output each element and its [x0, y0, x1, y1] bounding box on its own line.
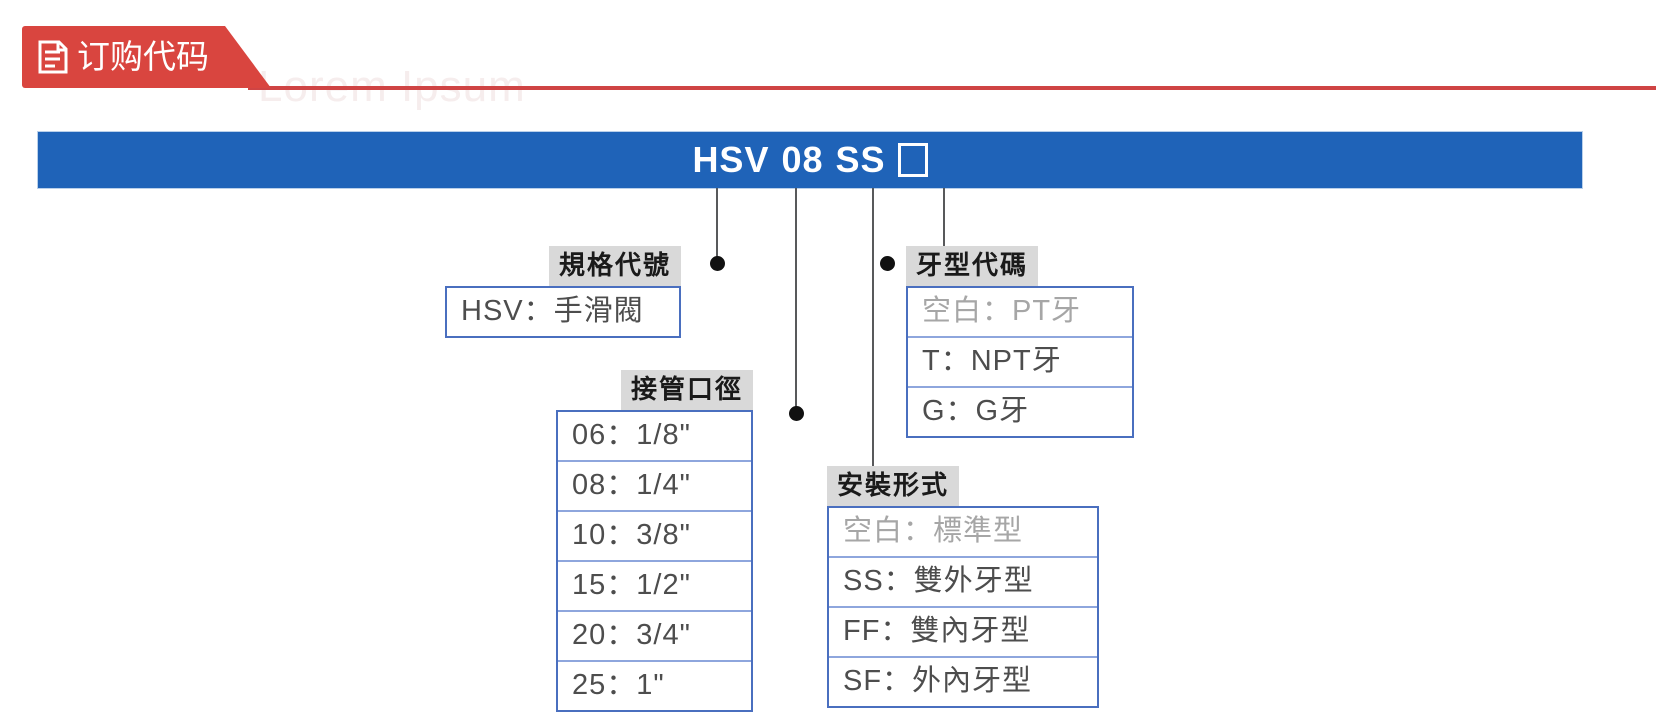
callout-row: 06：1/8" — [558, 412, 751, 462]
leader-dot-port-size — [789, 406, 804, 421]
callout-title-thread-code: 牙型代碼 — [906, 246, 1039, 286]
page-title: 订购代码 — [77, 38, 209, 75]
callout-title-model-code: 規格代號 — [548, 246, 681, 286]
callout-model-code: 規格代號 HSV：手滑閥 — [445, 246, 681, 338]
callout-row: FF：雙內牙型 — [829, 608, 1097, 658]
callout-row: HSV：手滑閥 — [461, 295, 644, 327]
leader-dot-thread-code — [880, 256, 895, 271]
callout-row: G：G牙 — [922, 395, 1030, 427]
callout-row: 空白：PT牙 — [908, 288, 1132, 338]
callout-table-model-code: HSV：手滑閥 — [445, 286, 681, 338]
callout-row: SS：雙外牙型 — [829, 558, 1097, 608]
callout-row: 25：1" — [572, 669, 665, 701]
leader-line-thread-code — [943, 188, 945, 263]
header-tab: 订购代码 — [22, 26, 271, 88]
callout-row: SF：外內牙型 — [843, 665, 1033, 697]
code-banner: HSV 08 SS — [38, 132, 1582, 188]
callout-table-port-size: 06：1/8" 08：1/4" 10：3/8" 15：1/2" 20：3/4" … — [556, 410, 753, 712]
callout-thread-code: 牙型代碼 空白：PT牙 T：NPT牙 G：G牙 — [906, 246, 1134, 438]
leader-line-port-size — [795, 188, 797, 413]
header-divider-rule — [248, 86, 1656, 90]
callout-row: 08：1/4" — [558, 462, 751, 512]
callout-mounting-type: 安裝形式 空白：標準型 SS：雙外牙型 FF：雙內牙型 SF：外內牙型 — [827, 466, 1099, 708]
callout-row: T：NPT牙 — [908, 338, 1132, 388]
leader-line-model-code — [716, 188, 718, 263]
callout-table-mounting-type: 空白：標準型 SS：雙外牙型 FF：雙內牙型 SF：外內牙型 — [827, 506, 1099, 708]
leader-line-mounting-type — [872, 188, 874, 508]
callout-title-mounting-type: 安裝形式 — [827, 466, 960, 506]
page-header: Lorem Ipsum 订购代码 — [0, 0, 1656, 111]
callout-row: 10：3/8" — [558, 512, 751, 562]
callout-row: 20：3/4" — [558, 612, 751, 662]
code-segment-mounting: SS — [835, 139, 886, 180]
callout-port-size: 接管口徑 06：1/8" 08：1/4" 10：3/8" 15：1/2" 20：… — [556, 370, 753, 712]
callout-row: 15：1/2" — [558, 562, 751, 612]
document-icon — [38, 40, 68, 74]
code-banner-text: HSV 08 SS — [692, 139, 928, 180]
code-segment-thread-placeholder — [897, 143, 928, 177]
code-segment-port: 08 — [781, 139, 824, 180]
header-tab-wedge — [225, 26, 271, 88]
callout-title-port-size: 接管口徑 — [620, 370, 753, 410]
leader-dot-model-code — [710, 256, 725, 271]
code-segment-model: HSV — [692, 139, 770, 180]
callout-row: 空白：標準型 — [829, 508, 1097, 558]
callout-table-thread-code: 空白：PT牙 T：NPT牙 G：G牙 — [906, 286, 1134, 438]
